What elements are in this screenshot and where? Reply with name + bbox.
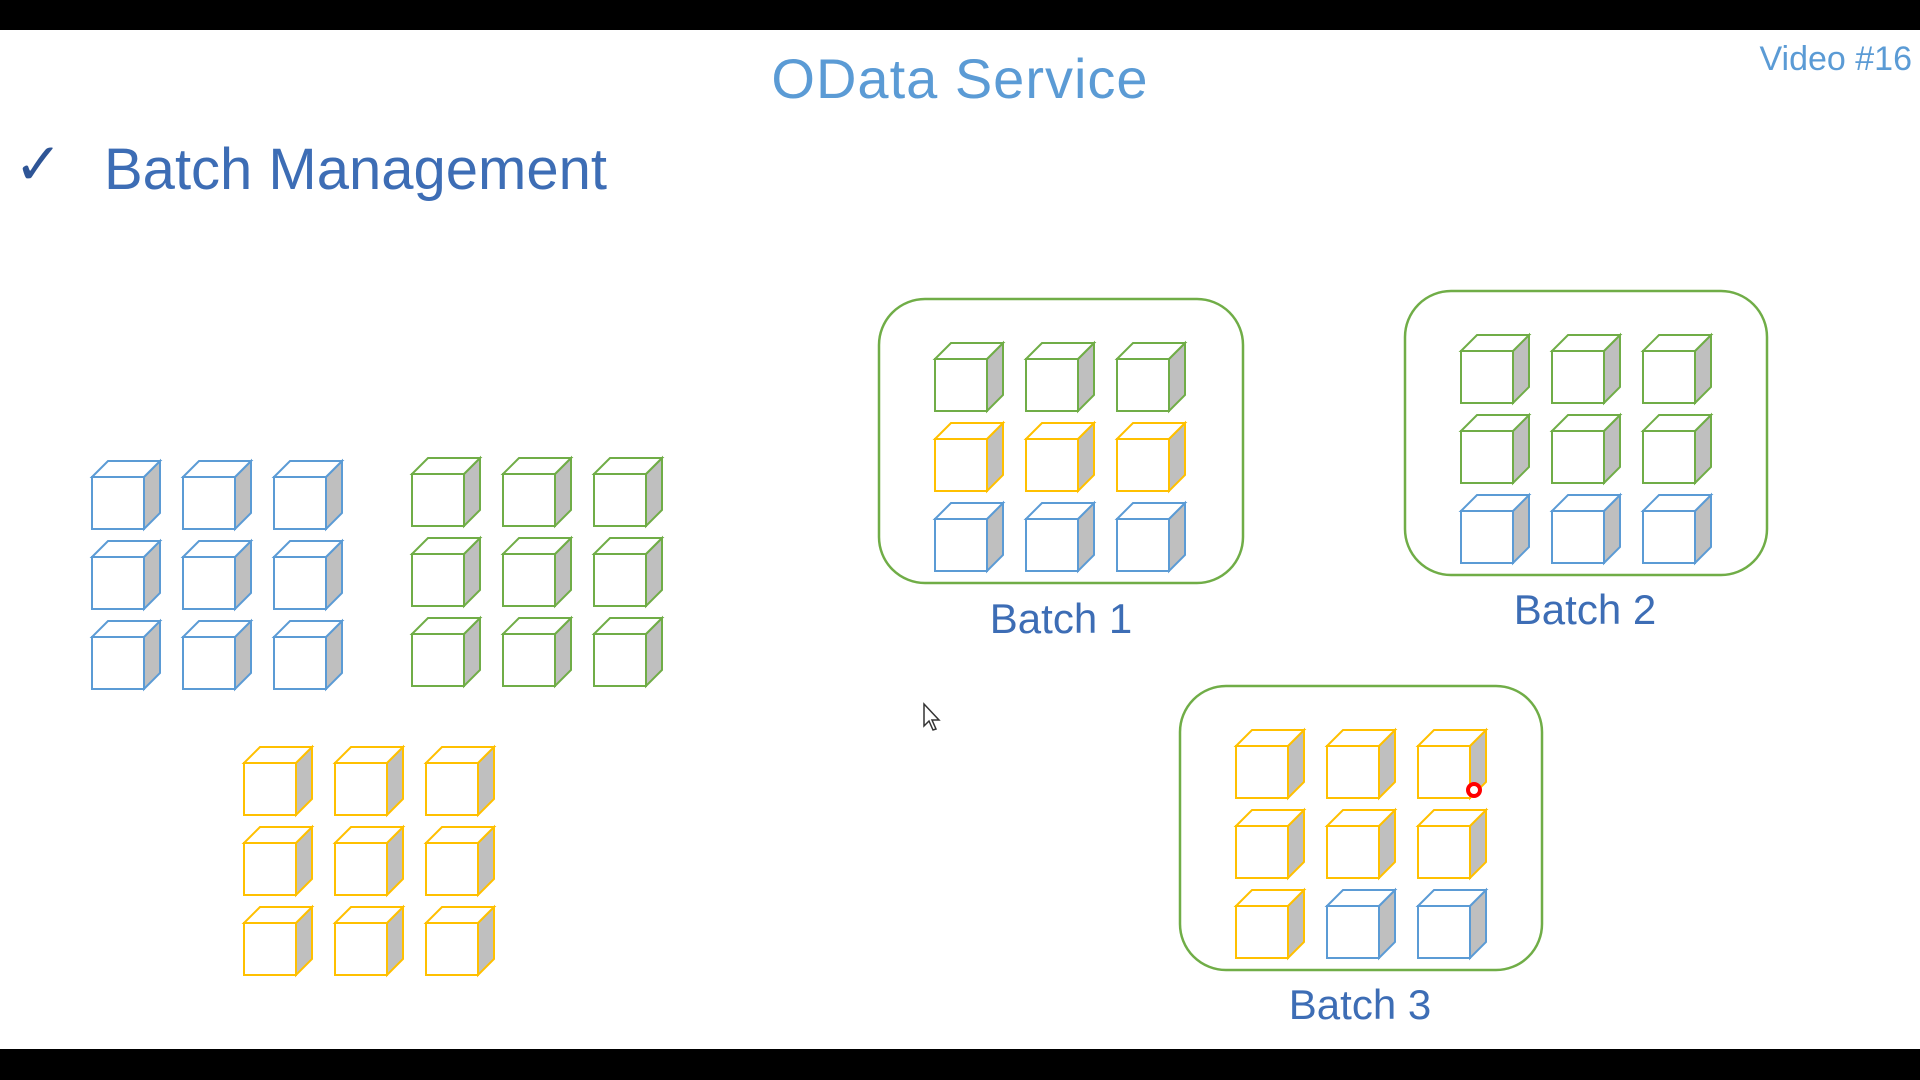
check-icon: ✓ [14, 130, 63, 198]
batch-3-cube-3 [1415, 727, 1489, 801]
batch-2-cube-5 [1549, 412, 1623, 486]
yellow-group-cube-1 [241, 744, 315, 818]
green-group-cube-7 [409, 615, 483, 689]
batch-1-cube-9 [1114, 500, 1188, 574]
batch-diagram [89, 289, 1769, 978]
batch-3-container [1178, 684, 1544, 972]
blue-group-cube-3 [271, 458, 345, 532]
yellow-group-cube-4 [241, 824, 315, 898]
green-group-cube-6 [591, 535, 665, 609]
batch-2-cube-2 [1549, 332, 1623, 406]
yellow-group-cube-3 [423, 744, 497, 818]
blue-group-cube-8 [180, 618, 254, 692]
batch-3-cube-6 [1415, 807, 1489, 881]
batch-2-cube-8 [1549, 492, 1623, 566]
batch-1-cube-6 [1114, 420, 1188, 494]
green-group-cube-8 [500, 615, 574, 689]
green-group-cube-2 [500, 455, 574, 529]
bullet-batch-management: Batch Management [104, 137, 607, 202]
yellow-group-cube-7 [241, 904, 315, 978]
green-group-cube-5 [500, 535, 574, 609]
yellow-group-cube-9 [423, 904, 497, 978]
batch-1-cube-5 [1023, 420, 1097, 494]
batch-2-cube-9 [1640, 492, 1714, 566]
batch-1-cube-4 [932, 420, 1006, 494]
batch-3-cube-2 [1324, 727, 1398, 801]
blue-group-cube-6 [271, 538, 345, 612]
mouse-cursor-icon [923, 702, 941, 731]
batch-1-cube-3 [1114, 340, 1188, 414]
batch-2-container [1403, 289, 1769, 577]
batch-1-cube-1 [932, 340, 1006, 414]
batch-3-cube-4 [1233, 807, 1307, 881]
batch-1-cube-8 [1023, 500, 1097, 574]
batch-2-cube-3 [1640, 332, 1714, 406]
slide-title: OData Service [771, 47, 1149, 110]
batch-2-label: Batch 2 [1513, 586, 1657, 633]
green-group-cube-4 [409, 535, 483, 609]
batch-2-cube-1 [1458, 332, 1532, 406]
batch-3-cube-5 [1324, 807, 1398, 881]
blue-group-cube-1 [89, 458, 163, 532]
batch-2-cube-7 [1458, 492, 1532, 566]
batch-1-label: Batch 1 [989, 595, 1133, 642]
yellow-group-cube-5 [332, 824, 406, 898]
blue-group-cube-7 [89, 618, 163, 692]
green-group-cube-3 [591, 455, 665, 529]
green-group-cube-9 [591, 615, 665, 689]
batch-3-cube-9 [1415, 887, 1489, 961]
blue-group-cube-5 [180, 538, 254, 612]
batch-1-container [877, 297, 1245, 585]
batch-2-cube-6 [1640, 412, 1714, 486]
batch-1-cube-2 [1023, 340, 1097, 414]
laser-pointer-icon [1466, 782, 1482, 798]
batch-3-cube-7 [1233, 887, 1307, 961]
batch-3-cube-8 [1324, 887, 1398, 961]
batch-3-label: Batch 3 [1288, 981, 1432, 1028]
blue-group-cube-9 [271, 618, 345, 692]
blue-group-cube-2 [180, 458, 254, 532]
yellow-group-cube-8 [332, 904, 406, 978]
yellow-group-cube-2 [332, 744, 406, 818]
blue-group-cube-4 [89, 538, 163, 612]
batch-2-cube-4 [1458, 412, 1532, 486]
yellow-group-cube-6 [423, 824, 497, 898]
slide: OData Service Video #16 ✓ Batch Manageme… [0, 30, 1920, 1049]
green-group-cube-1 [409, 455, 483, 529]
batch-1-cube-7 [932, 500, 1006, 574]
video-number-tag: Video #16 [1759, 40, 1912, 78]
batch-3-cube-1 [1233, 727, 1307, 801]
